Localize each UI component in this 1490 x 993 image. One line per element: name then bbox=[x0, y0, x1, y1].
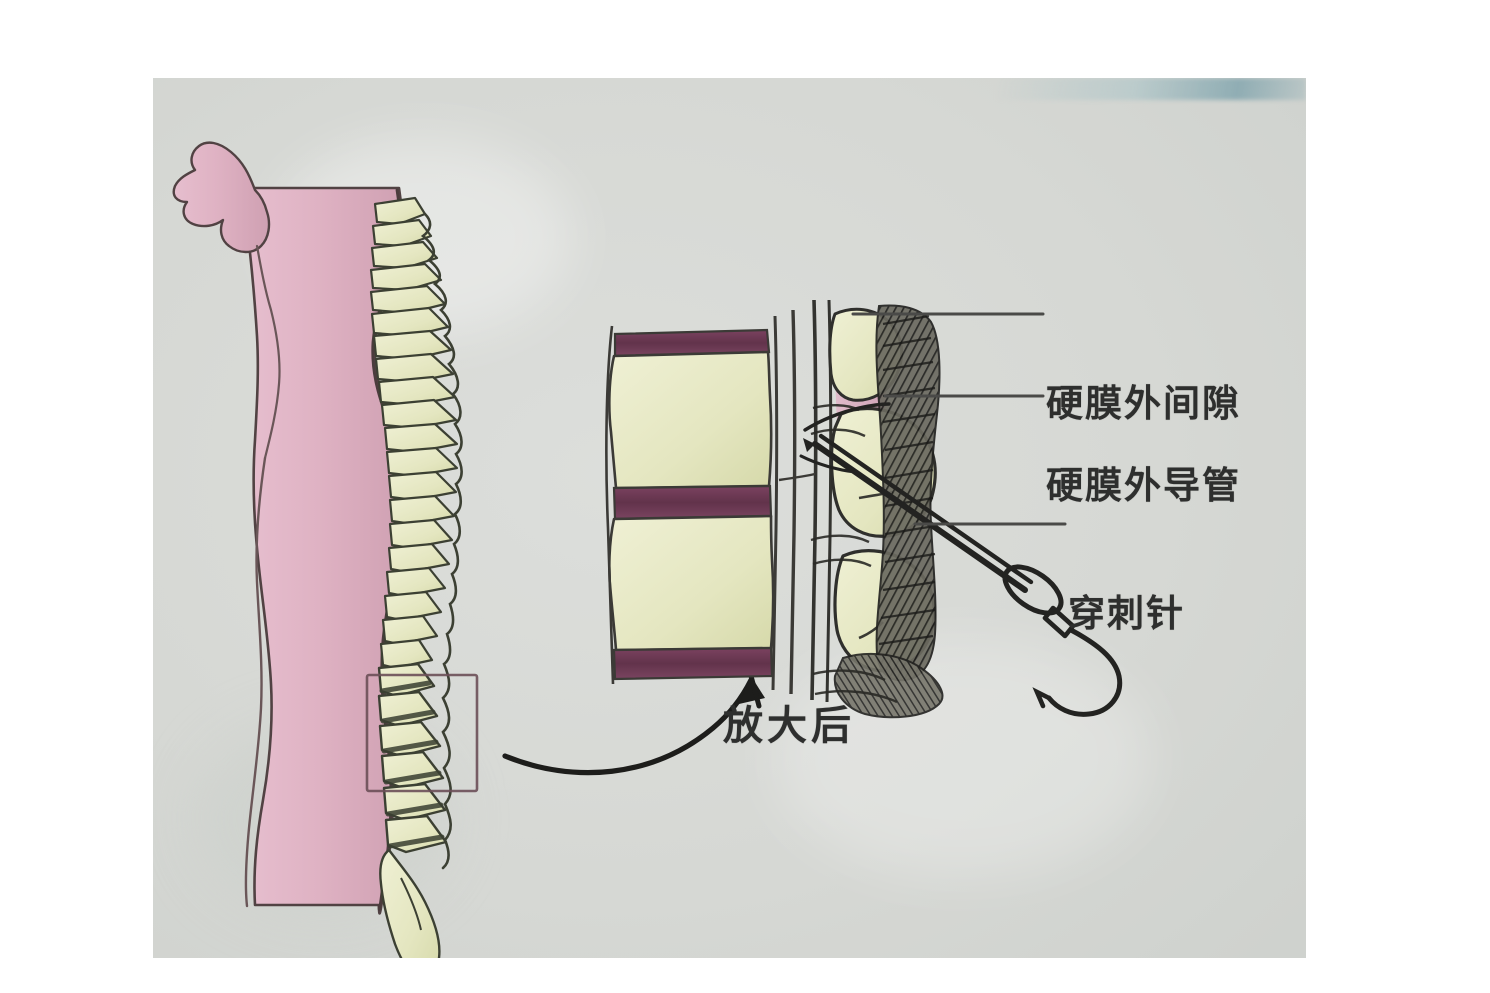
needle-shaft-outer bbox=[812, 441, 1028, 593]
spinal-canal-dura bbox=[778, 299, 833, 703]
interspinous-ligament-tissue bbox=[810, 304, 944, 719]
needle-connector bbox=[1042, 605, 1076, 639]
overview-spine-column bbox=[365, 196, 479, 958]
anterior-body-contour bbox=[244, 456, 267, 908]
ligament-hatch-strokes bbox=[878, 314, 936, 646]
detail-vertebral-bodies bbox=[605, 309, 797, 695]
needle-hub bbox=[1002, 564, 1064, 616]
dura-line-anterior bbox=[810, 299, 818, 701]
leader-lines bbox=[851, 312, 1067, 526]
magnify-arrow bbox=[502, 673, 765, 776]
intervertebral-disc-middle bbox=[612, 484, 773, 521]
epidural-catheter-line bbox=[803, 402, 891, 432]
label-magnified: 放大后 bbox=[723, 703, 855, 749]
disc-bottom bbox=[612, 646, 774, 681]
illustration-vector-layer bbox=[172, 141, 1123, 958]
spinous-process-chain bbox=[420, 212, 463, 870]
overview-body-silhouette bbox=[172, 141, 406, 915]
label-puncture-needle: 穿刺针 bbox=[1068, 592, 1185, 635]
vertebral-body-lower bbox=[608, 514, 775, 652]
scanned-illustration-photo: 硬膜外间隙 硬膜外导管 穿刺针 放大后 bbox=[153, 78, 1306, 958]
cervical-thoracic-vertebrae bbox=[369, 196, 459, 958]
canal-cross-tie bbox=[778, 472, 816, 482]
sacrum-coccyx bbox=[379, 848, 441, 958]
sacral-ridge bbox=[400, 877, 422, 931]
lower-ligament-tissue bbox=[833, 652, 944, 719]
catheter-tubing bbox=[1046, 627, 1123, 717]
catheter-guide-line bbox=[799, 454, 857, 474]
label-epidural-catheter: 硬膜外导管 bbox=[1046, 464, 1241, 507]
posterior-longitudinal-ligament bbox=[789, 309, 797, 695]
label-epidural-space: 硬膜外间隙 bbox=[1046, 382, 1241, 425]
needle-shaft-inner bbox=[818, 433, 1034, 585]
needle-tip bbox=[803, 438, 815, 452]
scan-edge-tint bbox=[996, 78, 1306, 100]
anterior-margin-line bbox=[605, 325, 615, 685]
lumbar-region-highlight-box bbox=[365, 673, 479, 793]
interspinous-fibres bbox=[810, 404, 898, 704]
jaw-neck-contour bbox=[255, 244, 281, 460]
posterior-body-wall bbox=[771, 315, 779, 691]
head-profile bbox=[172, 141, 271, 254]
vertebral-body-upper bbox=[608, 350, 773, 490]
catheter-tubing-end bbox=[1032, 687, 1052, 709]
puncture-needle-assembly bbox=[799, 402, 1123, 717]
